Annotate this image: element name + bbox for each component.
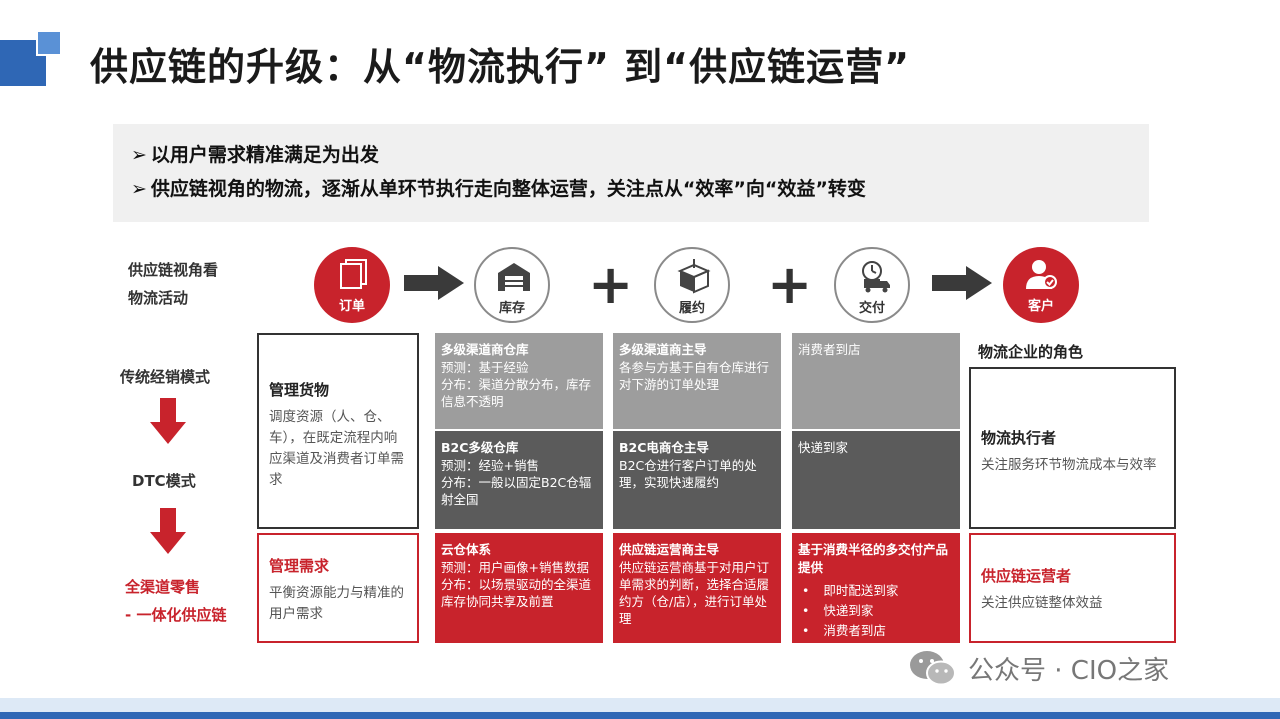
role-executor-desc: 关注服务环节物流成本与效率: [981, 457, 1157, 473]
delivery-options-list: 即时配送到家 快递到家 消费者到店: [798, 581, 954, 641]
traditional-mode-label: 传统经销模式: [120, 368, 211, 386]
flow-arrow-icon: [932, 266, 992, 300]
fulfillment-omni-cell: 供应链运营商主导 供应链运营商基于对用户订单需求的判断，选择合适履约方（仓/店）…: [613, 533, 781, 643]
down-arrow-icon: [150, 398, 186, 444]
manage-demand-title: 管理需求: [269, 557, 330, 575]
footer-line: [0, 712, 1280, 719]
perspective-label-line1: 供应链视角看: [128, 261, 219, 279]
manage-goods-desc: 调度资源（人、仓、车），在既定流程内响应渠道及消费者订单需求: [269, 409, 404, 488]
list-item: 快递到家: [798, 601, 954, 621]
flow-node-fulfillment: 履约: [654, 247, 730, 323]
plus-sign: +: [588, 253, 634, 316]
flow-node-customer: 客户: [1003, 247, 1079, 323]
package-icon: [677, 259, 711, 294]
manage-goods-box: 管理货物 调度资源（人、仓、车），在既定流程内响应渠道及消费者订单需求: [257, 333, 419, 529]
role-executor-box: 物流执行者 关注服务环节物流成本与效率: [969, 367, 1176, 529]
flow-arrow-icon: [404, 266, 464, 300]
perspective-label-line2: 物流活动: [128, 289, 189, 307]
role-operator-title: 供应链运营者: [981, 567, 1072, 585]
role-operator-desc: 关注供应链整体效益: [981, 595, 1103, 611]
delivery-dtc-cell: 快递到家: [792, 431, 960, 529]
delivery-truck-icon: [862, 261, 890, 293]
customer-icon: [1026, 260, 1057, 289]
fulfillment-dtc-cell: B2C电商仓主导 B2C仓进行客户订单的处理，实现快速履约: [613, 431, 781, 529]
key-point-1: ➢以用户需求精准满足为出发: [131, 144, 379, 166]
watermark-text: 公众号 · CIO之家: [968, 656, 1170, 686]
key-points-banner: ➢以用户需求精准满足为出发 ➢供应链视角的物流，逐渐从单环节执行走向整体运营，关…: [113, 124, 1149, 222]
flow-node-inventory: 库存: [474, 247, 550, 323]
footer-band: [0, 698, 1280, 712]
brand-logo-mark: [0, 30, 64, 86]
omnichannel-label-line2: - 一体化供应链: [125, 606, 227, 624]
omnichannel-label-line1: 全渠道零售: [125, 578, 201, 596]
bullet-arrow-icon: ➢: [131, 144, 147, 166]
flow-node-delivery: 交付: [834, 247, 910, 323]
roles-header: 物流企业的角色: [978, 343, 1084, 361]
page-title: 供应链的升级：从“物流执行” 到“供应链运营”: [90, 45, 911, 89]
delivery-omni-cell: 基于消费半径的多交付产品提供 即时配送到家 快递到家 消费者到店: [792, 533, 960, 643]
inventory-traditional-cell: 多级渠道商仓库 预测：基于经验 分布：渠道分散分布，库存信息不透明: [435, 333, 603, 429]
dtc-mode-label: DTC模式: [132, 472, 196, 490]
delivery-traditional-cell: 消费者到店: [792, 333, 960, 429]
down-arrow-icon: [150, 508, 186, 554]
manage-demand-box: 管理需求 平衡资源能力与精准的用户需求: [257, 533, 419, 643]
manage-demand-desc: 平衡资源能力与精准的用户需求: [269, 585, 404, 622]
bullet-arrow-icon: ➢: [131, 178, 147, 200]
inventory-omni-cell: 云仓体系 预测：用户画像+销售数据 分布：以场景驱动的全渠道库存协同共享及前置: [435, 533, 603, 643]
manage-goods-title: 管理货物: [269, 381, 330, 399]
inventory-dtc-cell: B2C多级仓库 预测：经验+销售 分布：一般以固定B2C仓辐射全国: [435, 431, 603, 529]
list-item: 消费者到店: [798, 621, 954, 641]
list-item: 即时配送到家: [798, 581, 954, 601]
key-point-2: ➢供应链视角的物流，逐渐从单环节执行走向整体运营，关注点从“效率”向“效益”转变: [131, 178, 866, 200]
role-executor-title: 物流执行者: [981, 429, 1057, 447]
role-operator-box: 供应链运营者 关注供应链整体效益: [969, 533, 1176, 643]
plus-sign: +: [767, 253, 813, 316]
wechat-icon: [910, 651, 956, 686]
order-icon: [340, 259, 367, 289]
warehouse-icon: [498, 263, 530, 291]
flow-node-order: 订单: [314, 247, 390, 323]
fulfillment-traditional-cell: 多级渠道商主导 各参与方基于自有仓库进行对下游的订单处理: [613, 333, 781, 429]
